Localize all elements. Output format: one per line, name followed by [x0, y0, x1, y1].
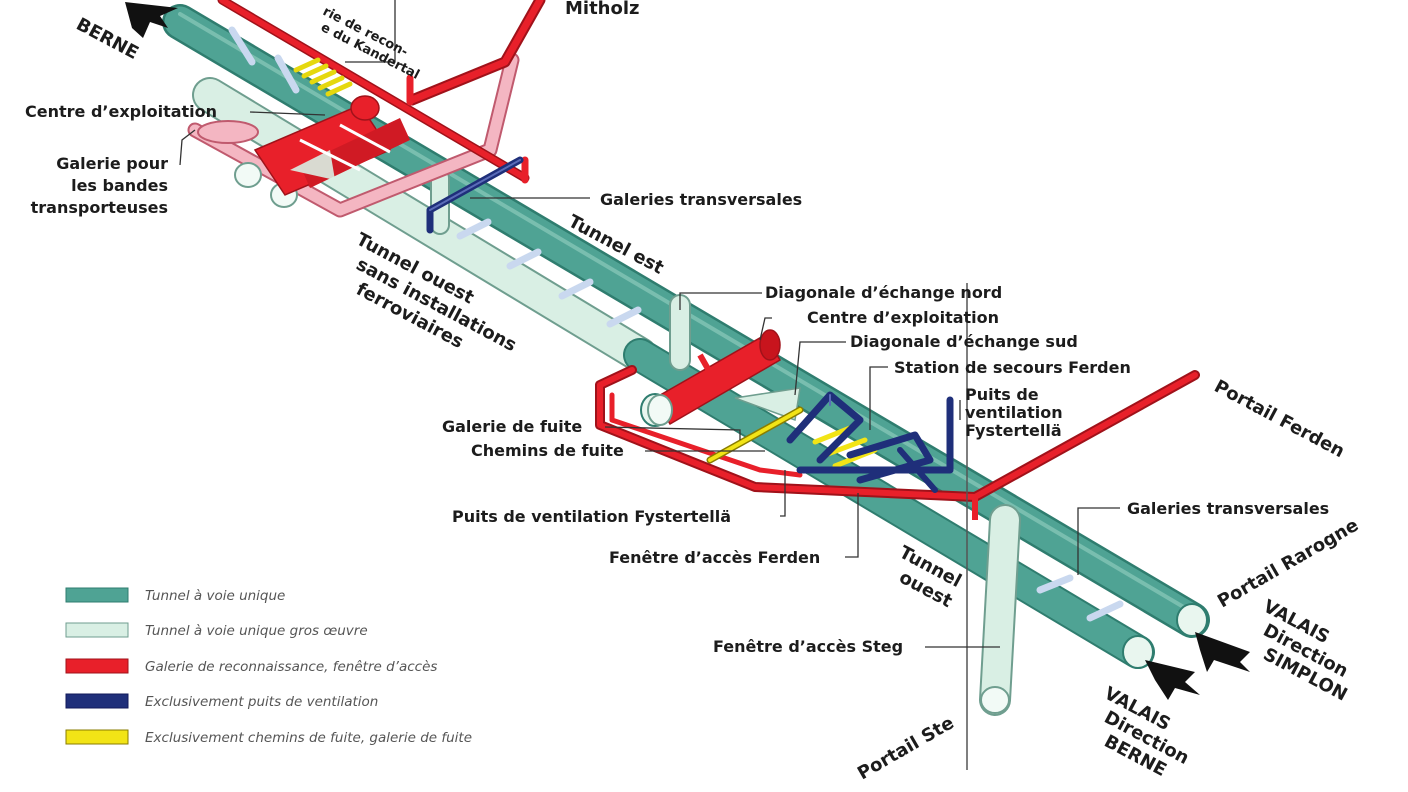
label-fenetre-steg: Fenêtre d’accès Steg [713, 637, 903, 656]
label-centre-exploitation-2: Centre d’exploitation [807, 308, 999, 327]
label-galeries-transversales-1: Galeries transversales [600, 190, 802, 209]
legend-label: Tunnel à voie unique gros œuvre [145, 623, 368, 639]
tunnel-est [162, 4, 1210, 638]
legend-item: Exclusivement chemins de fuite, galerie … [65, 729, 472, 746]
label-puits-ventilation-fystertella: Puits de ventilation Fystertellä [452, 507, 731, 526]
chemins-fuite-nord [293, 57, 353, 97]
galerie-reconnaissance-nord [217, 0, 546, 184]
diagram-structure [125, 0, 1250, 770]
label-fenetre-ferden: Fenêtre d’accès Ferden [609, 548, 820, 567]
label-mitholz: Mitholz [565, 0, 640, 19]
arrow-simplon-icon [1195, 632, 1250, 672]
legend-label: Exclusivement chemins de fuite, galerie … [145, 730, 472, 746]
label-portail-steg: Portail Ste [854, 712, 958, 784]
label-galeries-transversales-2: Galeries transversales [1127, 499, 1329, 518]
label-puits-fystertella-1: Puits de [965, 385, 1039, 404]
legend-swatch [65, 658, 129, 674]
legend-swatch [65, 693, 129, 709]
label-galerie-bandes-1: Galerie pour [56, 154, 168, 173]
legend-item: Exclusivement puits de ventilation [65, 693, 378, 710]
legend-item: Galerie de reconnaissance, fenêtre d’acc… [65, 658, 437, 675]
label-galerie-bandes-3: transporteuses [31, 198, 168, 217]
galeries-transversales-set [228, 26, 1124, 622]
leader-lines [179, 0, 1120, 648]
station-secours-ventilation [786, 391, 954, 493]
label-portail-rarogne: Portail Rarogne [1214, 515, 1362, 613]
arrow-berne-icon [125, 2, 178, 38]
arrow-berne-south-icon [1145, 660, 1200, 700]
legend-swatch [65, 622, 129, 638]
label-puits-fystertella-3: Fystertellä [965, 421, 1062, 440]
label-galerie-bandes-2: les bandes [71, 176, 168, 195]
legend-item: Tunnel à voie unique [65, 587, 285, 604]
label-diagonale-sud: Diagonale d’échange sud [850, 332, 1078, 351]
label-galerie-fuite: Galerie de fuite [442, 417, 582, 436]
label-diagonale-nord: Diagonale d’échange nord [765, 283, 1002, 302]
legend-label: Galerie de reconnaissance, fenêtre d’acc… [145, 659, 437, 675]
legend: Tunnel à voie unique Tunnel à voie uniqu… [65, 587, 472, 746]
fenetre-ferden-gallery [595, 365, 1200, 502]
legend-swatch [65, 587, 129, 603]
centre-exploitation-nord [253, 95, 410, 196]
legend-item: Tunnel à voie unique gros œuvre [65, 622, 368, 639]
label-chemins-fuite: Chemins de fuite [471, 441, 624, 460]
legend-label: Exclusivement puits de ventilation [145, 694, 378, 710]
tunnel-ouest-built [623, 338, 1155, 669]
label-portail-ferden: Portail Ferden [1211, 376, 1348, 462]
direction-arrows [125, 2, 1250, 700]
label-centre-exploitation: Centre d’exploitation [25, 102, 217, 121]
label-puits-fystertella-2: ventilation [965, 403, 1063, 422]
legend-swatch [65, 729, 129, 745]
label-station-secours: Station de secours Ferden [894, 358, 1131, 377]
puits-ventilation-nord [426, 156, 524, 234]
fenetre-steg-shell [979, 504, 1021, 716]
centre-exploitation-sud [647, 329, 782, 426]
legend-label: Tunnel à voie unique [145, 588, 285, 604]
